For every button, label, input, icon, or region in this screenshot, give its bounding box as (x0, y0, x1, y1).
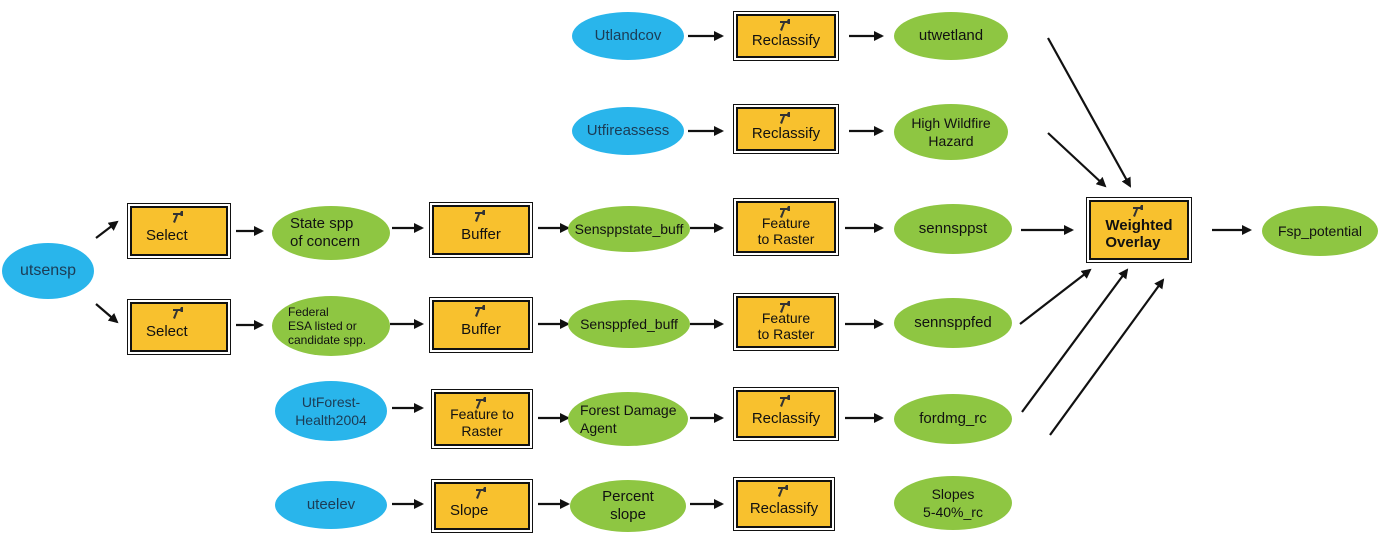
node-label: Sensppfed_buff (580, 316, 678, 332)
tool-reclassify-3[interactable]: Reclassify (733, 387, 839, 441)
node-label: Utfireassess (586, 122, 670, 139)
node-label: Federal ESA listed or candidate spp. (288, 305, 367, 347)
tool-label: Slope (450, 501, 489, 519)
node-label: Sensppstate_buff (574, 221, 684, 237)
node-label: fordmg_rc (919, 410, 987, 427)
tool-label: Feature to Raster (450, 406, 514, 439)
output-utwetland[interactable]: utwetland (894, 12, 1008, 60)
tool-buffer-2[interactable]: Buffer (429, 297, 533, 353)
tool-select-1[interactable]: Select (127, 203, 231, 259)
tool-feature-to-raster-3[interactable]: Feature to Raster (431, 389, 533, 449)
hammer-icon (475, 210, 485, 222)
hammer-icon (780, 19, 790, 31)
tool-label: Buffer (461, 225, 501, 243)
tool-label: Reclassify (751, 124, 821, 142)
tool-label: Buffer (461, 320, 501, 338)
node-label: sennsppst (918, 220, 988, 237)
output-slopes-rc[interactable]: Slopes 5-40%_rc (894, 476, 1012, 530)
hammer-icon (476, 397, 486, 409)
hammer-icon (780, 206, 790, 218)
node-label: Fsp_potential (1277, 223, 1363, 239)
output-percent-slope[interactable]: Percent slope (570, 480, 686, 532)
node-label: Percent slope (602, 488, 654, 523)
arrow-utsensp-select2 (95, 303, 119, 324)
tool-select-2[interactable]: Select (127, 299, 231, 355)
hammer-icon (475, 305, 485, 317)
tool-slope[interactable]: Slope (431, 479, 533, 533)
tool-label: Reclassify (749, 499, 819, 517)
tool-label: Select (146, 322, 188, 340)
output-sensppfed-buff[interactable]: Sensppfed_buff (568, 300, 690, 348)
tool-label: Weighted Overlay (1105, 217, 1173, 251)
input-utlandcov[interactable]: Utlandcov (572, 12, 684, 60)
node-label: uteelev (306, 496, 356, 513)
output-sensppstate-buff[interactable]: Sensppstate_buff (568, 206, 690, 252)
node-label: Slopes 5-40%_rc (923, 486, 983, 520)
input-uteelev[interactable]: uteelev (275, 481, 387, 529)
tool-label: Feature to Raster (757, 310, 815, 342)
hammer-icon (1133, 205, 1143, 217)
tool-reclassify-4[interactable]: Reclassify (733, 477, 835, 531)
tool-label: Feature to Raster (757, 215, 815, 247)
node-label: utwetland (918, 27, 984, 44)
hammer-icon (780, 112, 790, 124)
node-label: UtForest- Health2004 (295, 394, 367, 428)
arrow-utsensp-select1 (95, 220, 119, 239)
input-utsensp[interactable]: utsensp (2, 243, 94, 299)
node-label: Utlandcov (594, 27, 662, 44)
input-utfireassess[interactable]: Utfireassess (572, 107, 684, 155)
tool-label: Select (146, 226, 188, 244)
tool-weighted-overlay[interactable]: Weighted Overlay (1086, 197, 1192, 263)
tool-label: Reclassify (751, 31, 821, 49)
arrow-slopes-overlay (1049, 278, 1165, 436)
output-sennsppst[interactable]: sennsppst (894, 204, 1012, 254)
hammer-icon (173, 307, 183, 319)
output-fsp-potential[interactable]: Fsp_potential (1262, 206, 1378, 256)
tool-feature-to-raster-2[interactable]: Feature to Raster (733, 293, 839, 351)
output-federal-esa[interactable]: Federal ESA listed or candidate spp. (272, 296, 390, 356)
hammer-icon (780, 395, 790, 407)
output-high-wildfire[interactable]: High Wildfire Hazard (894, 104, 1008, 160)
output-sennsppfed[interactable]: sennsppfed (894, 298, 1012, 348)
node-label: utsensp (19, 262, 77, 279)
node-label: sennsppfed (914, 314, 992, 331)
input-utforesthealth[interactable]: UtForest- Health2004 (275, 381, 387, 441)
node-label: High Wildfire Hazard (911, 115, 991, 149)
arrow-utwetland-overlay (1047, 37, 1131, 188)
tool-label: Reclassify (751, 409, 821, 427)
tool-reclassify-2[interactable]: Reclassify (733, 104, 839, 154)
output-forest-damage[interactable]: Forest Damage Agent (568, 392, 688, 446)
hammer-icon (780, 301, 790, 313)
node-label: State spp of concern (290, 215, 361, 250)
output-fordmg-rc[interactable]: fordmg_rc (894, 394, 1012, 444)
hammer-icon (173, 211, 183, 223)
arrow-wildfire-overlay (1047, 132, 1107, 188)
arrow-sennsppfed-overlay (1019, 268, 1092, 325)
node-label: Forest Damage Agent (580, 402, 677, 436)
hammer-icon (778, 485, 788, 497)
output-state-spp[interactable]: State spp of concern (272, 206, 390, 260)
tool-buffer-1[interactable]: Buffer (429, 202, 533, 258)
hammer-icon (476, 487, 486, 499)
arrow-fordmg-overlay (1021, 268, 1129, 413)
tool-feature-to-raster-1[interactable]: Feature to Raster (733, 198, 839, 256)
tool-reclassify-1[interactable]: Reclassify (733, 11, 839, 61)
